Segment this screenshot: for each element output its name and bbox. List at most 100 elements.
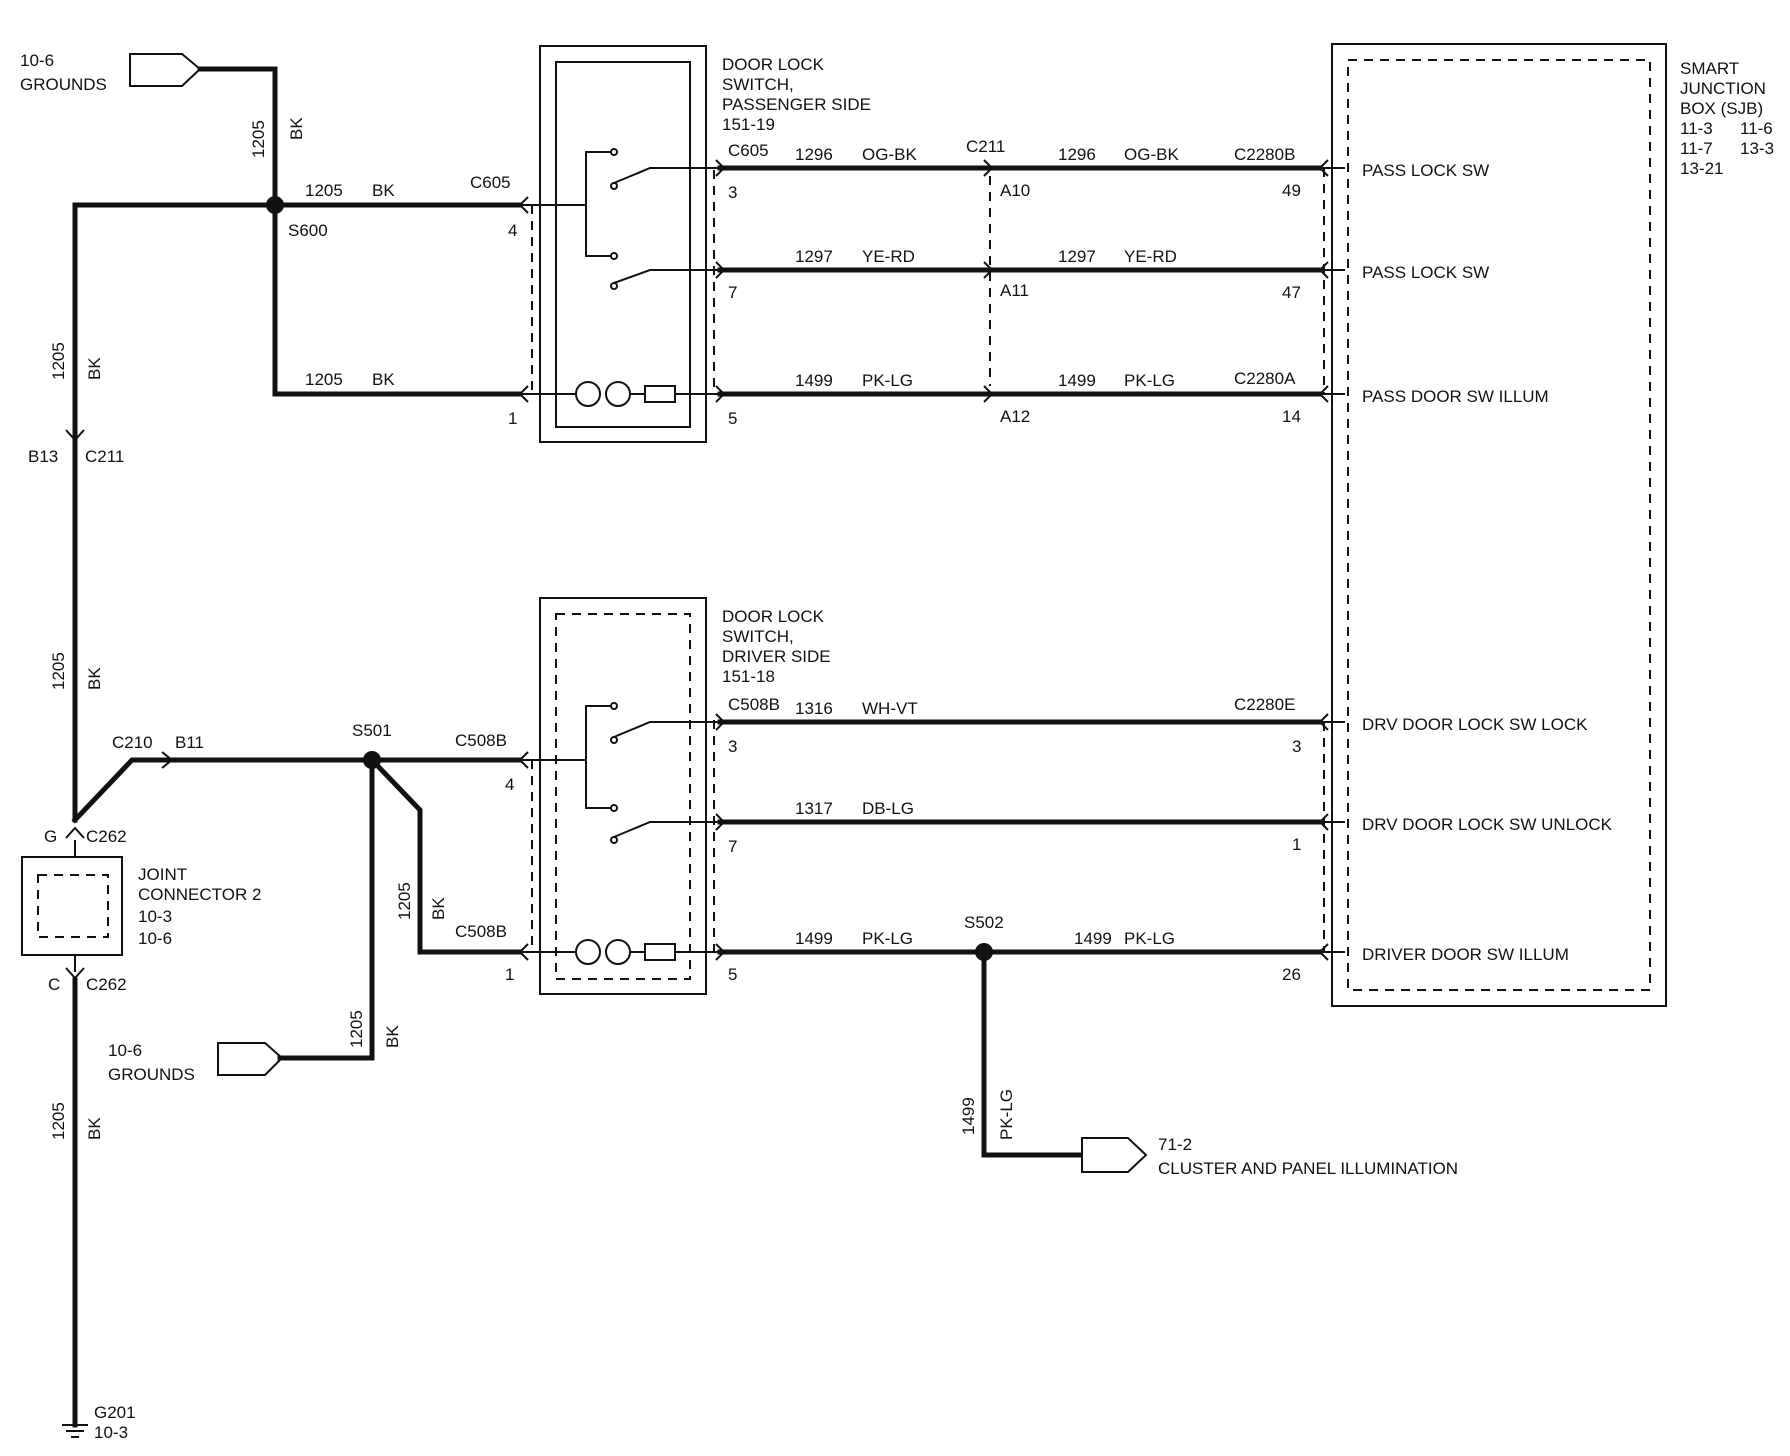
connector-c262-c: C262 bbox=[86, 975, 127, 994]
wire-label-1296: 1296 bbox=[795, 145, 833, 164]
pass-switch-label: SWITCH, bbox=[722, 75, 794, 94]
wire-label-bk: BK bbox=[429, 897, 448, 920]
ground-g201: G201 bbox=[94, 1403, 136, 1422]
illumination-ref-connector: 71-2 CLUSTER AND PANEL ILLUMINATION bbox=[1081, 1135, 1458, 1178]
sjb-pin-label: DRV DOOR LOCK SW LOCK bbox=[1362, 715, 1588, 734]
drv-switch-ref: 151-18 bbox=[722, 667, 775, 686]
connector-arrow bbox=[983, 159, 994, 177]
wire-label-pklg: PK-LG bbox=[1124, 371, 1175, 390]
sjb-label: JUNCTION bbox=[1680, 79, 1766, 98]
sjb-pin-label: PASS DOOR SW ILLUM bbox=[1362, 387, 1549, 406]
connector-c211: C211 bbox=[85, 447, 124, 466]
pin-a10: A10 bbox=[1000, 181, 1030, 200]
wire-s501-pin1 bbox=[368, 756, 523, 955]
wire-label-1205: 1205 bbox=[305, 181, 343, 200]
sjb-ref: 11-7 bbox=[1680, 139, 1713, 158]
splice-label-s600: S600 bbox=[288, 221, 328, 240]
wire-s501-ground bbox=[277, 757, 375, 1061]
drv-switch-label: DRIVER SIDE bbox=[722, 647, 831, 666]
ground-ref: 10-3 bbox=[94, 1423, 128, 1442]
wire-label-bk: BK bbox=[287, 117, 306, 140]
connector-c2280b: C2280B bbox=[1234, 145, 1295, 164]
splice-label-s501: S501 bbox=[352, 721, 392, 740]
joint-ref: 10-6 bbox=[138, 929, 172, 948]
connector-arrow bbox=[983, 385, 994, 403]
sjb-pin-label: DRV DOOR LOCK SW UNLOCK bbox=[1362, 815, 1613, 834]
passenger-door-lock-switch bbox=[520, 45, 720, 443]
wire-s502-illum bbox=[981, 949, 1083, 1158]
joint-label: CONNECTOR 2 bbox=[138, 885, 261, 904]
drv-switch-label: DOOR LOCK bbox=[722, 607, 825, 626]
wire-label-1205: 1205 bbox=[249, 120, 268, 158]
connector-arrow bbox=[983, 261, 994, 279]
wire-label-1499: 1499 bbox=[1058, 371, 1096, 390]
connector-c508b: C508B bbox=[455, 922, 507, 941]
connector-arrow bbox=[518, 196, 529, 214]
sjb-label: SMART bbox=[1680, 59, 1739, 78]
connector-arrow bbox=[65, 826, 85, 839]
pin-3: 3 bbox=[1292, 737, 1301, 756]
wire-label-pklg: PK-LG bbox=[1124, 929, 1175, 948]
sjb-pin-label: DRIVER DOOR SW ILLUM bbox=[1362, 945, 1569, 964]
pin-5: 5 bbox=[728, 965, 737, 984]
wire-label-1205: 1205 bbox=[49, 1102, 68, 1140]
joint-ref: 10-3 bbox=[138, 907, 172, 926]
connector-c508b: C508B bbox=[455, 731, 507, 750]
wire-label-1205: 1205 bbox=[49, 652, 68, 690]
pass-switch-label: DOOR LOCK bbox=[722, 55, 825, 74]
pin-1: 1 bbox=[508, 409, 517, 428]
connector-arrow bbox=[161, 751, 174, 769]
wire-label-1297: 1297 bbox=[1058, 247, 1096, 266]
pin-47: 47 bbox=[1282, 283, 1301, 302]
connector-c2280e: C2280E bbox=[1234, 695, 1295, 714]
wire-c210-s501 bbox=[71, 757, 375, 824]
wire-label-pklg: PK-LG bbox=[997, 1089, 1016, 1140]
sjb-ref: 11-6 bbox=[1740, 119, 1773, 138]
joint-label: JOINT bbox=[138, 865, 187, 884]
connector-c605: C605 bbox=[728, 141, 769, 160]
sjb-pin-leads bbox=[1320, 167, 1345, 953]
wire-label-ogbk: OG-BK bbox=[1124, 145, 1179, 164]
pin-1: 1 bbox=[1292, 835, 1301, 854]
pin-7: 7 bbox=[728, 283, 737, 302]
pass-switch-ref: 151-19 bbox=[722, 115, 775, 134]
pin-4: 4 bbox=[505, 775, 514, 794]
wire-label-ogbk: OG-BK bbox=[862, 145, 917, 164]
wire-label-bk: BK bbox=[372, 370, 395, 389]
pin-g: G bbox=[44, 827, 57, 846]
connector-arrow bbox=[518, 751, 529, 769]
sjb-ref: 11-3 bbox=[1680, 119, 1713, 138]
wire-label-bk: BK bbox=[372, 181, 395, 200]
connector-c211: C211 bbox=[966, 137, 1005, 156]
wire-label-bk: BK bbox=[85, 1117, 104, 1140]
wire-label-bk: BK bbox=[85, 357, 104, 380]
pin-49: 49 bbox=[1282, 181, 1301, 200]
wire-label-yerd: YE-RD bbox=[1124, 247, 1177, 266]
smart-junction-box bbox=[1323, 43, 1667, 1007]
wire-s600-left bbox=[72, 202, 278, 433]
top-ground-name: GROUNDS bbox=[20, 75, 107, 94]
top-ground-connector: 10-6 GROUNDS bbox=[20, 51, 202, 94]
wire-label-1205: 1205 bbox=[49, 342, 68, 380]
connector-arrow bbox=[715, 943, 726, 961]
wire-label-1499: 1499 bbox=[1074, 929, 1112, 948]
pin-26: 26 bbox=[1282, 965, 1301, 984]
connector-arrow bbox=[715, 813, 726, 831]
connector-c2280a: C2280A bbox=[1234, 369, 1296, 388]
sjb-label: BOX (SJB) bbox=[1680, 99, 1763, 118]
wire-label-1499: 1499 bbox=[959, 1097, 978, 1135]
driver-door-lock-switch bbox=[520, 597, 720, 995]
pass-switch-label: PASSENGER SIDE bbox=[722, 95, 871, 114]
wire-label-1296: 1296 bbox=[1058, 145, 1096, 164]
connector-arrow bbox=[518, 385, 529, 403]
wire-label-bk: BK bbox=[85, 667, 104, 690]
wire-label-yerd: YE-RD bbox=[862, 247, 915, 266]
wire-label-1297: 1297 bbox=[795, 247, 833, 266]
pin-c: C bbox=[48, 975, 60, 994]
sjb-pin-label: PASS LOCK SW bbox=[1362, 263, 1489, 282]
pin-4: 4 bbox=[508, 221, 517, 240]
illum-ref: 71-2 bbox=[1158, 1135, 1192, 1154]
mid-ground-ref: 10-6 bbox=[108, 1041, 142, 1060]
wire-label-1205: 1205 bbox=[305, 370, 343, 389]
